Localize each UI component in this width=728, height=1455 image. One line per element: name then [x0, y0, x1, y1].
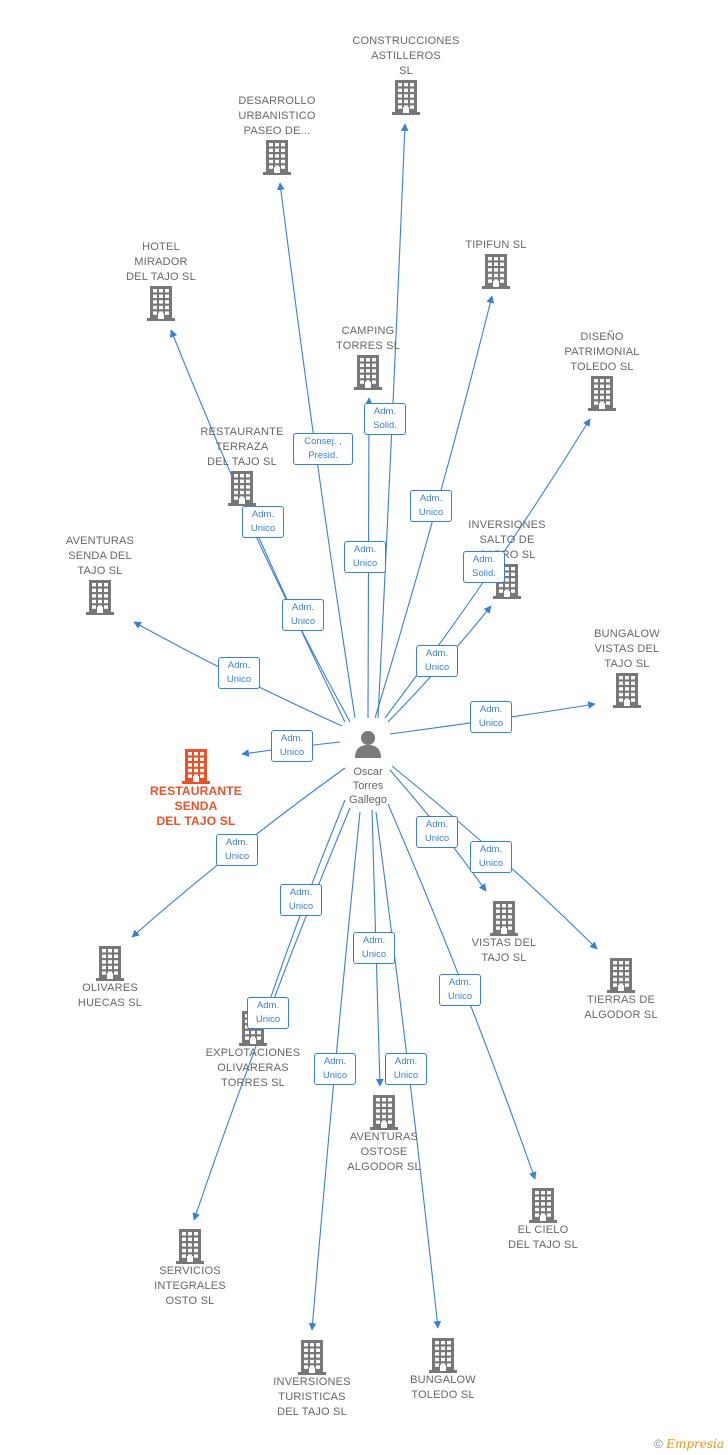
relation-role-badge[interactable]: Consej. , Presid. — [293, 433, 353, 465]
company-label: EXPLOTACIONES OLIVARERAS TORRES SL — [205, 1047, 301, 1089]
company-label: TIPIFUN SL — [465, 239, 527, 251]
building-icon — [228, 471, 256, 506]
person-name: Oscar Torres Gallego — [349, 766, 387, 806]
relation-role-badge[interactable]: Adm. Unico — [410, 490, 452, 522]
building-icon — [96, 946, 124, 981]
company-node-diseno[interactable]: DISEÑO PATRIMONIAL TOLEDO SL — [537, 330, 667, 411]
company-label: DESARROLLO URBANISTICO PASEO DE... — [238, 95, 316, 137]
company-node-terraza[interactable]: RESTAURANTE TERRAZA DEL TAJO SL — [177, 425, 307, 506]
company-label: VISTAS DEL TAJO SL — [471, 937, 537, 964]
relation-role-badge[interactable]: Adm. Unico — [242, 506, 284, 538]
company-node-hotel[interactable]: HOTEL MIRADOR DEL TAJO SL — [96, 240, 226, 321]
relation-role-badge[interactable]: Adm. Unico — [280, 884, 322, 916]
relation-role-badge[interactable]: Adm. Solid. — [463, 551, 505, 583]
company-label: CONSTRUCCIONES ASTILLEROS SL — [352, 35, 460, 77]
company-label: OLIVARES HUECAS SL — [77, 982, 143, 1009]
relation-role-badge[interactable]: Adm. Unico — [282, 599, 324, 631]
company-label: SERVICIOS INTEGRALES OSTO SL — [154, 1265, 226, 1307]
building-icon — [607, 958, 635, 993]
relation-role-badge[interactable]: Adm. Unico — [416, 816, 458, 848]
relation-role-badge[interactable]: Adm. Unico — [385, 1053, 427, 1085]
relation-role-badge[interactable]: Adm. Unico — [353, 932, 395, 964]
company-node-bungalow-vistas[interactable]: BUNGALOW VISTAS DEL TAJO SL — [562, 627, 692, 708]
company-label: DISEÑO PATRIMONIAL TOLEDO SL — [564, 331, 640, 373]
building-icon — [490, 901, 518, 936]
building-icon — [370, 1095, 398, 1130]
company-node-bungalow-toledo[interactable]: BUNGALOW TOLEDO SL — [378, 1337, 508, 1403]
company-node-el-cielo[interactable]: EL CIELO DEL TAJO SL — [478, 1187, 608, 1253]
relation-role-badge[interactable]: Adm. Unico — [314, 1053, 356, 1085]
building-icon — [147, 286, 175, 321]
company-node-olivares[interactable]: OLIVARES HUECAS SL — [45, 945, 175, 1011]
company-node-aventuras-senda[interactable]: AVENTURAS SENDA DEL TAJO SL — [35, 534, 165, 615]
company-label: INVERSIONES TURISTICAS DEL TAJO SL — [273, 1376, 351, 1418]
building-icon — [529, 1188, 557, 1223]
relation-role-badge[interactable]: Adm. Unico — [470, 701, 512, 733]
company-node-construcciones[interactable]: CONSTRUCCIONES ASTILLEROS SL — [341, 34, 471, 115]
relation-role-badge[interactable]: Adm. Unico — [416, 645, 458, 677]
relation-role-badge[interactable]: Adm. Unico — [247, 997, 289, 1029]
company-label: AVENTURAS SENDA DEL TAJO SL — [65, 535, 135, 577]
relation-role-badge[interactable]: Adm. Unico — [218, 657, 260, 689]
company-label: RESTAURANTE SENDA DEL TAJO SL — [150, 784, 242, 828]
building-icon — [298, 1340, 326, 1375]
person-node[interactable]: Oscar Torres Gallego — [328, 728, 408, 807]
company-label: BUNGALOW TOLEDO SL — [410, 1374, 476, 1401]
relation-role-badge[interactable]: Adm. Unico — [271, 730, 313, 762]
company-node-inversiones-salto[interactable]: INVERSIONES SALTO DE CABRO SL — [442, 518, 572, 599]
building-icon — [482, 254, 510, 289]
person-icon — [355, 731, 381, 758]
company-label: TIERRAS DE ALGODOR SL — [584, 994, 658, 1021]
building-icon — [392, 80, 420, 115]
footer-brand: © Empresia — [654, 1437, 724, 1451]
relation-role-badge[interactable]: Adm. Unico — [439, 974, 481, 1006]
relation-role-badge[interactable]: Adm. Solid. — [364, 403, 406, 435]
building-icon — [613, 673, 641, 708]
company-node-desarrollo[interactable]: DESARROLLO URBANISTICO PASEO DE... — [212, 94, 342, 175]
relation-role-badge[interactable]: Adm. Unico — [344, 541, 386, 573]
relation-role-badge[interactable]: Adm. Unico — [216, 834, 258, 866]
company-node-camping[interactable]: CAMPING TORRES SL — [303, 324, 433, 390]
building-icon — [263, 140, 291, 175]
brand-name: Empresia — [666, 1437, 724, 1451]
building-icon — [588, 376, 616, 411]
relation-role-badge[interactable]: Adm. Unico — [470, 841, 512, 873]
copyright-symbol: © — [654, 1437, 663, 1451]
company-node-tipifun[interactable]: TIPIFUN SL — [431, 238, 561, 289]
building-icon — [429, 1338, 457, 1373]
building-icon — [354, 355, 382, 390]
company-node-inversiones-turisticas[interactable]: INVERSIONES TURISTICAS DEL TAJO SL — [247, 1339, 377, 1420]
company-node-tierras[interactable]: TIERRAS DE ALGODOR SL — [556, 957, 686, 1023]
company-node-servicios[interactable]: SERVICIOS INTEGRALES OSTO SL — [125, 1228, 255, 1309]
company-label: INVERSIONES SALTO DE CABRO SL — [468, 519, 546, 561]
company-label: EL CIELO DEL TAJO SL — [508, 1224, 578, 1251]
company-label: CAMPING TORRES SL — [336, 325, 400, 352]
company-node-vistas[interactable]: VISTAS DEL TAJO SL — [439, 900, 569, 966]
building-icon — [86, 580, 114, 615]
company-label: RESTAURANTE TERRAZA DEL TAJO SL — [200, 426, 284, 468]
building-icon — [176, 1229, 204, 1264]
company-node-aventuras-ostose[interactable]: AVENTURAS OSTOSE ALGODOR SL — [319, 1094, 449, 1175]
company-node-restaurante-senda[interactable]: RESTAURANTE SENDA DEL TAJO SL — [131, 748, 261, 829]
company-label: AVENTURAS OSTOSE ALGODOR SL — [347, 1131, 421, 1173]
company-label: BUNGALOW VISTAS DEL TAJO SL — [594, 628, 660, 670]
company-label: HOTEL MIRADOR DEL TAJO SL — [126, 241, 196, 283]
building-icon — [182, 749, 210, 784]
